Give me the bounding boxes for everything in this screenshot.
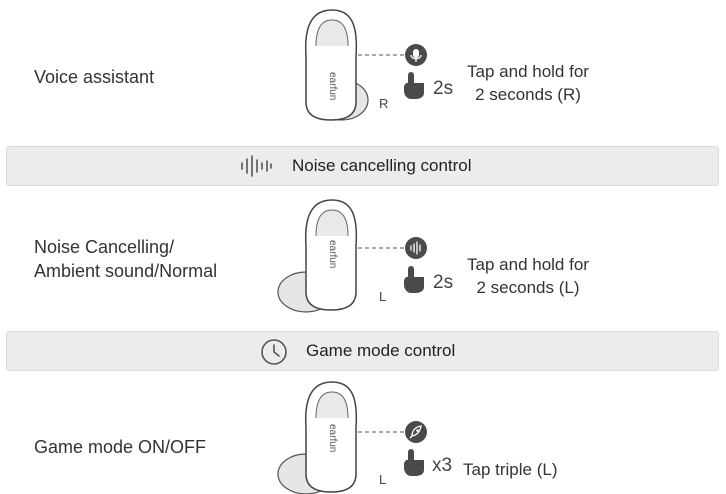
dashed-leader-line — [358, 54, 404, 56]
voice-assistant-label: Voice assistant — [34, 67, 155, 87]
rocket-icon — [405, 421, 427, 443]
game-mode-label: Game mode ON/OFF — [34, 437, 207, 457]
instruction-line: 2 seconds (R) — [475, 85, 581, 104]
tap-hand-icon — [404, 72, 424, 99]
noise-wave-icon — [405, 237, 427, 259]
instruction-line: Tap and hold for — [467, 62, 589, 81]
earbud-right-illustration: earfun — [304, 9, 369, 121]
earbud-left-illustration: earfun — [277, 381, 358, 494]
clock-icon — [261, 339, 287, 365]
earbud-left-illustration: earfun — [277, 199, 358, 313]
tap-count: x3 — [432, 455, 453, 476]
game-instruction: Tap triple (L) — [463, 460, 558, 479]
noise-cancelling-label: Noise Cancelling/ Ambient sound/Normal — [34, 235, 217, 283]
sound-wave-icon — [241, 155, 272, 177]
tap-hand-icon — [404, 266, 424, 293]
earfun-logo: earfun — [327, 72, 338, 100]
instruction-line: Tap and hold for — [467, 255, 589, 274]
tap-hand-icon — [404, 449, 424, 476]
dashed-leader-line — [358, 247, 404, 249]
dashed-leader-line — [358, 431, 404, 433]
bar-title: Noise cancelling control — [292, 156, 472, 175]
noise-cancelling-header: Noise cancelling control — [6, 146, 719, 186]
label-line: Ambient sound/Normal — [34, 261, 218, 281]
side-indicator: L — [379, 289, 387, 304]
earfun-logo: earfun — [327, 424, 338, 452]
bar-title: Game mode control — [306, 341, 456, 360]
earfun-logo: earfun — [327, 240, 338, 268]
hold-duration: 2s — [433, 78, 454, 99]
voice-instruction: Tap and hold for 2 seconds (R) — [460, 60, 596, 106]
noise-instruction: Tap and hold for 2 seconds (L) — [460, 253, 596, 299]
label-line: Noise Cancelling/ — [34, 237, 175, 257]
microphone-icon — [405, 44, 427, 66]
hold-duration: 2s — [433, 272, 454, 293]
game-mode-header: Game mode control — [6, 331, 719, 371]
instruction-line: 2 seconds (L) — [476, 278, 580, 297]
side-indicator: L — [379, 472, 387, 487]
side-indicator: R — [379, 96, 389, 111]
